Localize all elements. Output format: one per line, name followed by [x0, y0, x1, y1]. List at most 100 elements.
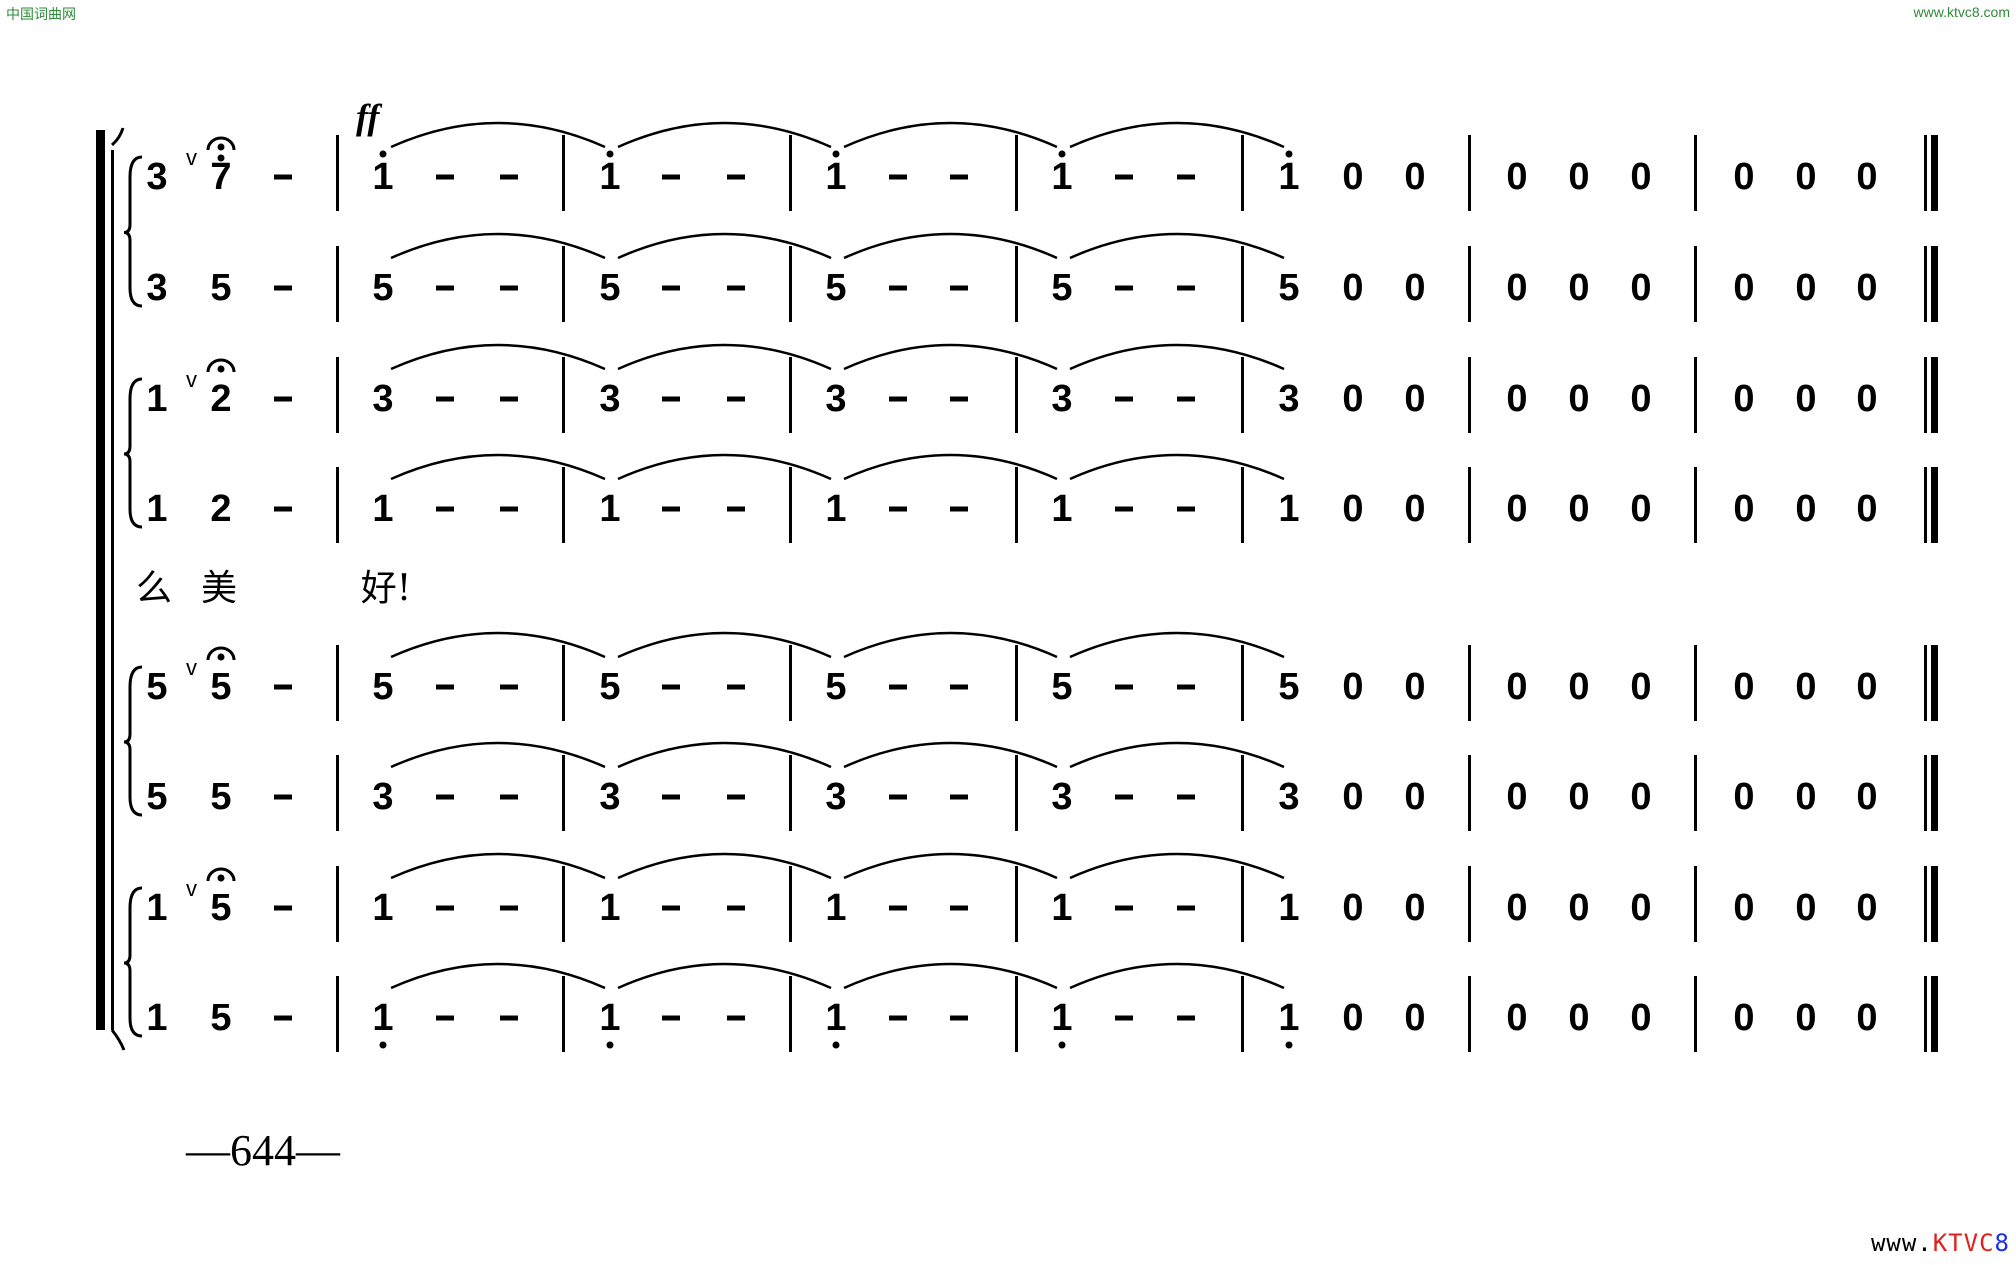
staff-brace — [123, 155, 143, 308]
final-barline-thin — [1924, 357, 1927, 433]
hold-dash — [1177, 506, 1195, 512]
hold-dash — [1115, 174, 1133, 180]
hold-dash — [727, 905, 745, 911]
barline — [336, 866, 339, 942]
barline — [562, 246, 565, 322]
hold-dash — [662, 285, 680, 291]
rest-note: 0 — [1856, 488, 1878, 530]
final-barline-thick — [1931, 976, 1938, 1052]
barline — [336, 645, 339, 721]
hold-dash — [500, 1015, 518, 1021]
note: 1 — [825, 887, 847, 929]
note: 1 — [599, 997, 621, 1039]
note: 1 — [372, 488, 394, 530]
barline — [789, 866, 792, 942]
barline — [1241, 467, 1244, 543]
rest-note: 0 — [1630, 887, 1652, 929]
hold-dash — [500, 684, 518, 690]
rest-note: 0 — [1795, 666, 1817, 708]
slur — [843, 453, 1058, 481]
staff-brace — [123, 886, 143, 1038]
hold-dash — [662, 794, 680, 800]
barline — [336, 357, 339, 433]
hold-dash — [1177, 396, 1195, 402]
rest-note: 0 — [1568, 378, 1590, 420]
final-barline-thin — [1924, 246, 1927, 322]
barline — [1015, 755, 1018, 831]
dynamic-marking: ff — [356, 97, 380, 137]
barline — [1241, 246, 1244, 322]
rest-note: 0 — [1733, 997, 1755, 1039]
final-barline-thick — [1931, 755, 1938, 831]
hold-dash — [662, 1015, 680, 1021]
note: 1 — [1278, 997, 1300, 1039]
note: 1 — [825, 488, 847, 530]
rest-note: 0 — [1733, 887, 1755, 929]
octave-dot-low — [1285, 1041, 1293, 1049]
note: 1 — [599, 488, 621, 530]
slur — [390, 852, 606, 880]
rest-note: 0 — [1404, 488, 1426, 530]
barline — [1468, 866, 1471, 942]
note: 1 — [372, 156, 394, 198]
hold-dash — [436, 684, 454, 690]
final-barline-thick — [1931, 246, 1938, 322]
fermata-icon — [206, 867, 236, 882]
octave-dot-low — [606, 1041, 614, 1049]
rest-note: 0 — [1342, 887, 1364, 929]
slur — [617, 343, 832, 371]
hold-dash — [727, 396, 745, 402]
hold-dash — [436, 905, 454, 911]
barline — [562, 357, 565, 433]
octave-dot-low — [379, 1041, 387, 1049]
hold-dash — [662, 174, 680, 180]
rest-note: 0 — [1795, 887, 1817, 929]
note: 3 — [599, 378, 621, 420]
note: 1 — [1051, 488, 1073, 530]
final-barline-thin — [1924, 866, 1927, 942]
hold-dash — [727, 684, 745, 690]
hold-dash — [727, 174, 745, 180]
final-barline-thick — [1931, 645, 1938, 721]
hold-dash — [1177, 1015, 1195, 1021]
barline — [1694, 976, 1697, 1052]
final-barline-thick — [1931, 467, 1938, 543]
hold-dash — [662, 396, 680, 402]
bracket-hook-top — [110, 127, 125, 147]
barline — [562, 135, 565, 211]
intro-note: 1 — [146, 887, 168, 929]
rest-note: 0 — [1733, 267, 1755, 309]
lyric: 么 — [135, 568, 173, 609]
slur — [843, 343, 1058, 371]
slur — [843, 852, 1058, 880]
slur — [617, 741, 832, 769]
breath-mark: v — [186, 655, 197, 680]
final-barline-thick — [1931, 866, 1938, 942]
fermata-icon — [206, 646, 236, 661]
barline — [789, 246, 792, 322]
intro-note: 3 — [146, 156, 168, 198]
rest-note: 0 — [1568, 997, 1590, 1039]
barline — [1241, 645, 1244, 721]
system-line — [111, 150, 114, 1030]
note: 1 — [372, 997, 394, 1039]
rest-note: 0 — [1568, 488, 1590, 530]
rest-note: 0 — [1856, 997, 1878, 1039]
slur — [843, 121, 1058, 149]
rest-note: 0 — [1856, 776, 1878, 818]
hold-dash — [1115, 506, 1133, 512]
slur — [843, 232, 1058, 260]
barline — [789, 976, 792, 1052]
note: 1 — [1051, 156, 1073, 198]
barline — [1694, 467, 1697, 543]
slur — [1069, 343, 1285, 371]
slur — [390, 232, 606, 260]
rest-note: 0 — [1856, 666, 1878, 708]
slur — [390, 741, 606, 769]
barline — [1015, 357, 1018, 433]
barline — [562, 976, 565, 1052]
staff-brace — [123, 665, 143, 817]
rest-note: 0 — [1342, 997, 1364, 1039]
rest-note: 0 — [1568, 666, 1590, 708]
barline — [1241, 866, 1244, 942]
